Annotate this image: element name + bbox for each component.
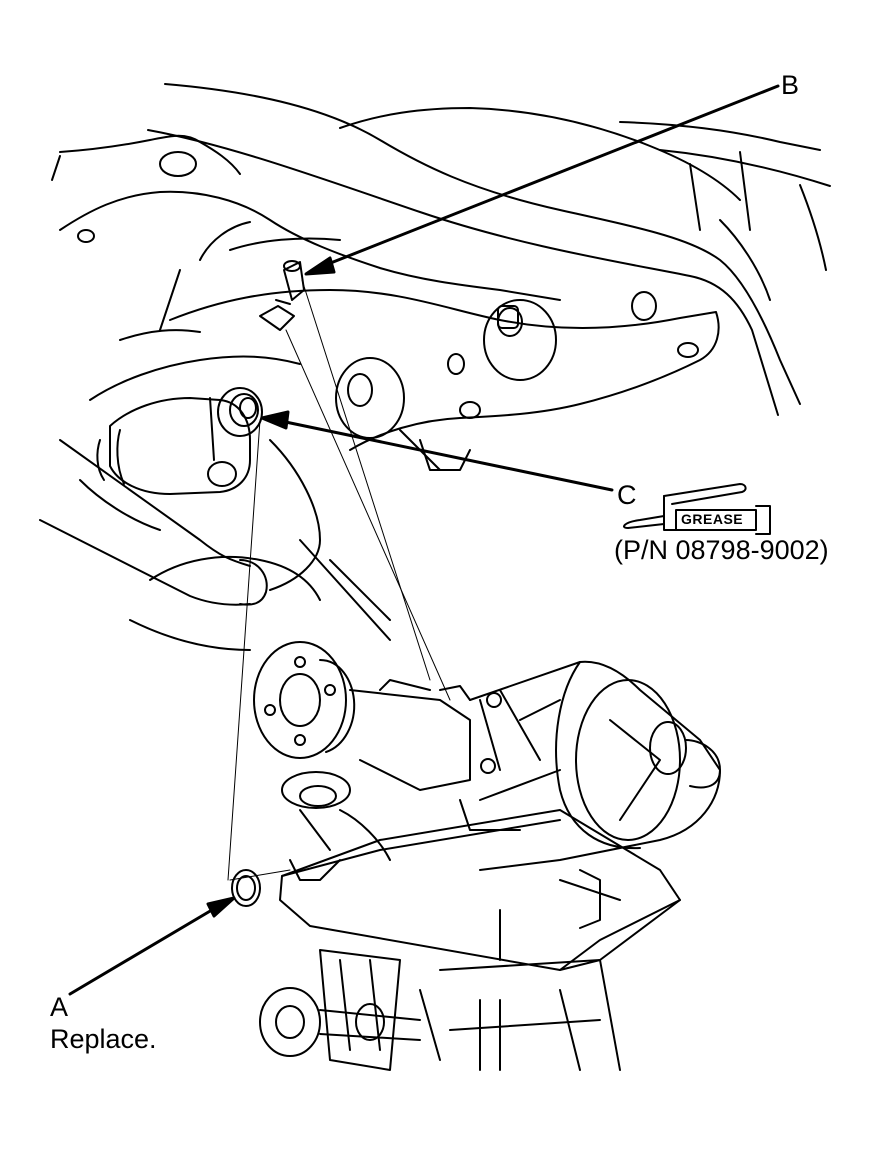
o-ring-a (232, 870, 260, 906)
part-number: (P/N 08798-9002) (614, 535, 829, 565)
callout-leaders (70, 86, 778, 994)
vehicle-frame (52, 84, 830, 415)
callout-label-c: C (617, 480, 637, 510)
intermediate-shaft (40, 388, 267, 605)
alignment-lines (228, 280, 450, 880)
grease-tube-icon (624, 484, 770, 534)
replace-note: Replace. (50, 1024, 157, 1054)
support-stand (260, 950, 620, 1070)
crossmember-bolts (78, 152, 698, 486)
crossmember (60, 192, 719, 650)
steering-gearbox (254, 642, 720, 970)
callout-label-a: A (50, 992, 69, 1022)
grease-label: GREASE (681, 511, 744, 527)
callout-label-b: B (781, 70, 800, 100)
fitting-b (260, 261, 304, 330)
